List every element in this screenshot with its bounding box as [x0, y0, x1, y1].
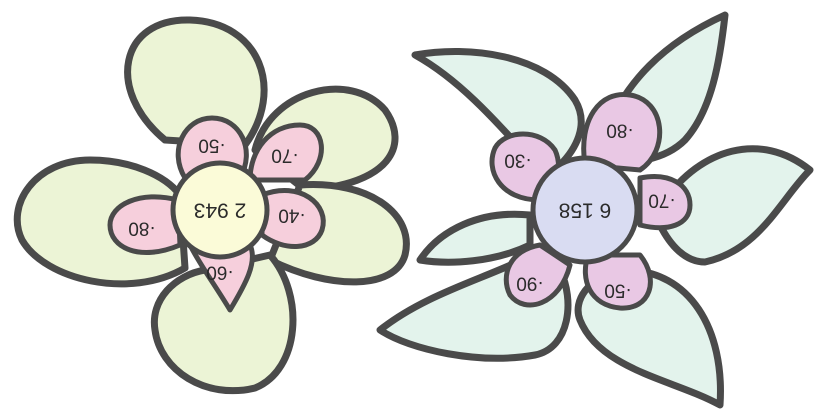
left-outer-petal-top — [124, 16, 268, 149]
left-inner-petal-left — [107, 194, 183, 256]
right-inner-petal-right — [637, 174, 693, 231]
right-multiplier-top: ·80 — [606, 120, 633, 141]
right-outer-petal-right — [656, 145, 814, 266]
right-multiplier-right: ·70 — [648, 190, 675, 211]
right-inner-petal-bottom — [582, 252, 653, 311]
left-inner-petal-right-lower — [259, 188, 326, 249]
left-outer-petals — [13, 16, 410, 395]
right-outer-petal-left-upper — [416, 210, 534, 266]
left-labels: 2 943 ·50 ·70 ·40 ·60 ·80 — [128, 135, 305, 283]
left-inner-petal-bottom — [187, 242, 255, 313]
left-inner-petal-right-upper — [247, 122, 324, 183]
right-center-label: 6 158 — [559, 199, 612, 222]
left-center-circle — [170, 160, 270, 260]
right-inner-petal-top — [581, 91, 663, 173]
right-multiplier-left: ·90 — [516, 273, 543, 294]
left-multiplier-bottom: ·60 — [206, 262, 233, 283]
flower-left: 2 943 ·50 ·70 ·40 ·60 ·80 — [13, 16, 410, 395]
right-multiplier-top-left: ·30 — [504, 150, 531, 171]
left-outer-petal-bottom — [150, 251, 297, 395]
right-center-circle — [530, 155, 640, 265]
left-multiplier-right-lower: ·40 — [278, 205, 305, 226]
right-multiplier-bottom: ·50 — [604, 280, 631, 301]
left-center-label: 2 943 — [194, 199, 247, 222]
right-labels: 6 158 ·80 ·70 ·50 ·90 ·30 — [504, 120, 675, 301]
right-inner-petal-left — [503, 242, 573, 308]
left-inner-petals — [107, 115, 326, 313]
flower-right: 6 158 ·80 ·70 ·50 ·90 ·30 — [376, 11, 814, 409]
left-multiplier-top: ·50 — [198, 135, 225, 156]
left-multiplier-right-upper: ·70 — [271, 145, 298, 166]
left-multiplier-left: ·80 — [128, 218, 155, 239]
